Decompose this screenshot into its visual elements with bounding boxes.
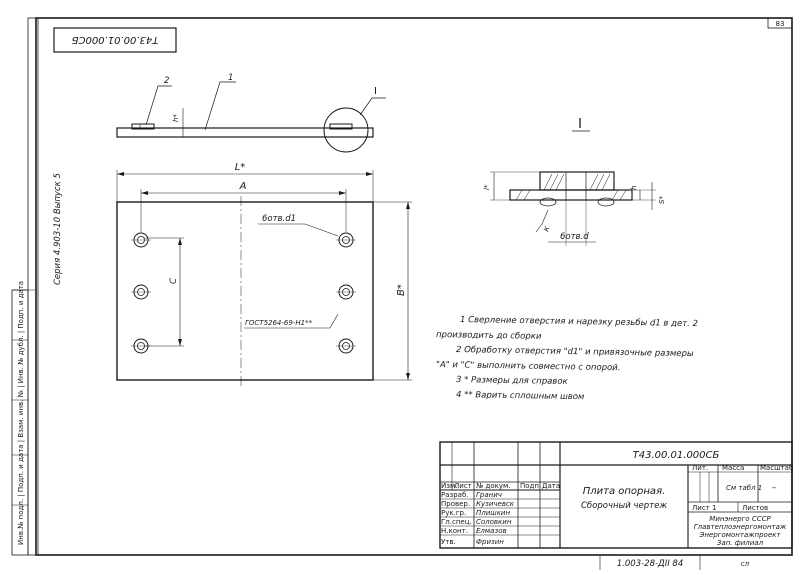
weld-standard: ГОСТ5264-69-Н1** (245, 319, 313, 327)
detail-view-title: I (578, 117, 582, 132)
role-label: Утв. (441, 538, 456, 546)
sheets-label: Листов (742, 504, 768, 512)
dim-holes-d: 6отв.d (560, 232, 589, 242)
note-line: "А" и "С" выполнить совместно с опорой. (436, 360, 621, 373)
mass-label: Масса (722, 464, 744, 472)
role-name: Гранич (476, 491, 502, 499)
role-label: Рук.гр. (441, 509, 466, 517)
note-line: производить до сборки (436, 330, 542, 342)
organization: Минэнерго СССР Главтеплоэнергомонтаж Эне… (694, 515, 787, 547)
bolt-hole (131, 284, 151, 300)
note-line: 4 ** Варить сплошным швом (456, 390, 585, 402)
role-name: Елмазов (476, 527, 507, 535)
role-name: Соловкин (476, 518, 512, 526)
footer (36, 554, 792, 570)
role-label: Разраб. (441, 491, 469, 499)
sheet-label: Лист 1 (692, 504, 716, 512)
role-name: Плишкин (476, 509, 510, 517)
note-line: 1 Сверление отверстия и нарезку резьбы d… (460, 315, 698, 329)
dim-s-star: S* (658, 196, 666, 204)
dim-C: C (169, 278, 179, 284)
dimension-arrows (117, 172, 410, 380)
callout-pos2: 2 (164, 76, 169, 86)
dim-k: К (542, 224, 552, 232)
bolt-hole (131, 338, 151, 354)
bolt-holes (131, 232, 356, 354)
note-line: 3 * Размеры для справок (456, 375, 569, 387)
dim-B-star: B* (396, 284, 407, 296)
scale-label: Масштаб (760, 464, 793, 472)
header-doc: № докум. (476, 482, 511, 490)
plan-view (116, 170, 412, 386)
detail-view (490, 171, 656, 246)
header-izm: Изм. (441, 482, 457, 490)
dim-h-star: h* (172, 114, 180, 122)
side-strip-labels: Инв.№ подл. | Подп. и дата | Взам. инв. … (17, 281, 25, 545)
callout-pos1: 1 (228, 73, 233, 83)
org-line: Зап. филиал (717, 539, 764, 547)
side-view (116, 81, 386, 153)
title-block-headers: Изм. Лист № докум. Подп. Дата (441, 482, 560, 490)
role-name: Кузичевск (476, 500, 515, 508)
title-block-frame (439, 441, 793, 549)
dim-A: A (239, 181, 247, 192)
bolt-hole (336, 338, 356, 354)
org-line: Минэнерго СССР (709, 515, 771, 523)
role-name: Фризин (476, 538, 504, 546)
series-label: Серия 4.903-10 Выпуск 5 (53, 173, 63, 285)
mass-value: См табл 1 (726, 484, 762, 492)
role-label: Н.конт. (441, 527, 468, 535)
title-block-code: Т43.00.01.000СБ (633, 450, 720, 461)
header-date: Дата (542, 482, 560, 490)
dim-holes-d1: 6отв.d1 (262, 214, 296, 224)
bolt-hole (336, 284, 356, 300)
dim-h-detail: h (630, 186, 638, 190)
title-block-subname: Сборочный чертеж (581, 501, 667, 511)
scale-value: – (772, 483, 776, 493)
lit-label: Лит. (692, 464, 708, 472)
header-list: Лист (454, 482, 472, 490)
doc-code-stamp: Т43.00.01.000СБ (53, 27, 177, 53)
callout-view-I: I (374, 86, 377, 97)
org-line: Энергомонтажпроект (699, 531, 782, 539)
dim-L-star: L* (235, 162, 246, 173)
bolt-hole (336, 232, 356, 248)
title-block-roles: Разраб. Гранич Провер. Кузичевск Рук.гр.… (441, 491, 515, 546)
title-block-name: Плита опорная. (583, 486, 666, 497)
org-line: Главтеплоэнергомонтаж (694, 523, 787, 531)
dim-l-star: l* (483, 184, 491, 190)
role-label: Провер. (441, 500, 470, 508)
note-line: 2 Обработку отверстия "d1" и привязочные… (456, 345, 694, 359)
notes: 1 Сверление отверстия и нарезку резьбы d… (436, 315, 698, 402)
bolt-hole (131, 232, 151, 248)
page-number: 83 (776, 20, 785, 28)
role-label: Гл.спец. (441, 518, 472, 526)
doc-code-stamp-text: Т43.00.01.000СБ (71, 34, 158, 45)
header-sign: Подп. (520, 482, 541, 490)
footer-sheet: сл (741, 560, 750, 568)
footer-code: 1.003-28-ДII 84 (617, 559, 683, 569)
